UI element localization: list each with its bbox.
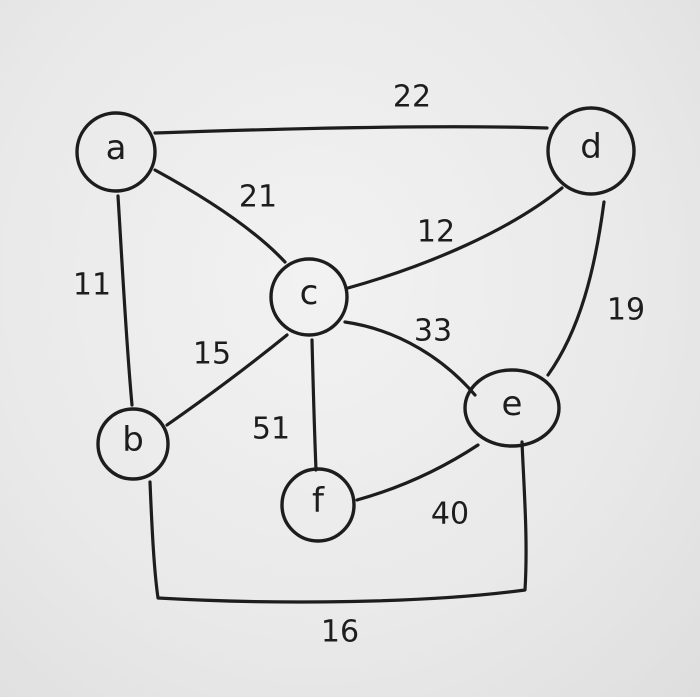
- edge-weight-e-f: 40: [431, 497, 469, 532]
- edge-c-f: [310, 338, 318, 472]
- edge-weight-c-d: 12: [417, 215, 455, 250]
- edge-weight-d-e: 19: [607, 293, 645, 328]
- edge-weight-a-d: 22: [393, 80, 431, 115]
- edge-e-f: [355, 443, 480, 502]
- edge-weight-b-e: 16: [321, 615, 359, 650]
- node-label: d: [580, 127, 602, 167]
- node-label: e: [502, 384, 523, 424]
- edge-weight-b-c: 15: [193, 337, 231, 372]
- node-a: a: [75, 111, 157, 193]
- node-e: e: [463, 368, 561, 448]
- edge-a-d: [153, 125, 549, 135]
- edge-weight-c-e: 33: [414, 314, 452, 349]
- edge-c-e: [343, 320, 477, 397]
- edge-weight-a-c: 21: [239, 180, 277, 215]
- node-d: d: [546, 106, 636, 196]
- node-c: c: [269, 257, 349, 337]
- edge-d-e: [546, 200, 606, 377]
- node-label: c: [300, 273, 319, 313]
- node-f: f: [280, 467, 356, 543]
- edge-weight-c-f: 51: [252, 412, 290, 447]
- edge-a-b: [116, 194, 134, 407]
- edge-b-c: [165, 333, 289, 427]
- edge-c-d: [346, 186, 564, 290]
- edge-weight-a-b: 11: [73, 268, 111, 303]
- edge-b-e: [148, 440, 528, 604]
- node-label: a: [106, 128, 127, 168]
- node-label: b: [122, 420, 144, 460]
- node-b: b: [96, 407, 170, 481]
- edge-a-c: [153, 168, 287, 264]
- node-label: f: [312, 481, 325, 521]
